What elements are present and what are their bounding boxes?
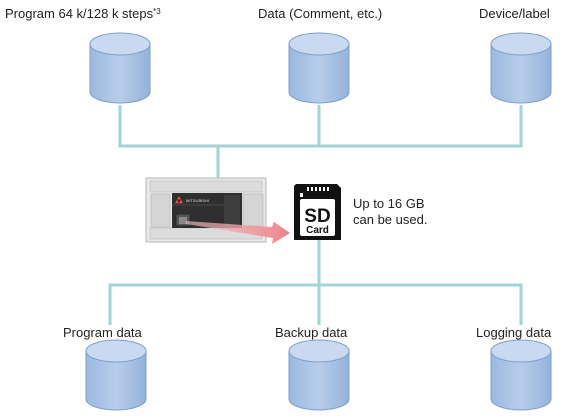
database-icon [490, 339, 552, 411]
bottom-label-program-data: Program data [63, 325, 142, 340]
top-label-program: Program 64 k/128 k steps*3 [5, 6, 161, 21]
bottom-label-backup-data: Backup data [275, 325, 348, 340]
svg-text:SD: SD [304, 206, 330, 227]
top-connector-lines [118, 105, 523, 178]
sd-capacity-note: Up to 16 GB can be used. [353, 196, 428, 227]
svg-text:MITSUBISHI: MITSUBISHI [186, 198, 209, 203]
database-icon [85, 339, 147, 411]
top-label-data: Data (Comment, etc.) [258, 6, 383, 21]
top-label-device: Device/label [479, 6, 550, 21]
bottom-connector-lines [108, 240, 523, 325]
sd-card-icon: SD Card [294, 184, 341, 240]
database-icon [288, 339, 350, 411]
bottom-label-logging-data: Logging data [476, 325, 552, 340]
database-icon [490, 32, 552, 104]
mitsubishi-logo-icon [175, 196, 183, 204]
database-icon [89, 32, 151, 104]
svg-text:Card: Card [306, 225, 329, 236]
transfer-arrow-icon [186, 221, 290, 244]
database-icon [288, 32, 350, 104]
